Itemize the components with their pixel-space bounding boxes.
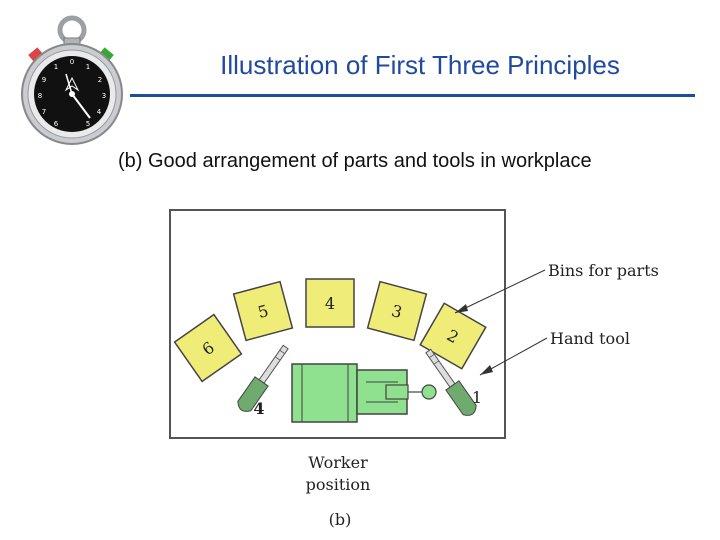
slide-title: Illustration of First Three Principles bbox=[220, 50, 620, 80]
fixture bbox=[291, 363, 437, 423]
callout-bins-arrow bbox=[454, 269, 546, 314]
svg-text:7: 7 bbox=[42, 108, 46, 116]
bin-label: 3 bbox=[389, 301, 404, 322]
svg-text:2: 2 bbox=[98, 76, 102, 84]
tool-label: 4 bbox=[253, 399, 264, 418]
svg-text:5: 5 bbox=[86, 120, 90, 128]
bin-2: 2 bbox=[419, 302, 487, 370]
worker-label: Worker bbox=[308, 453, 368, 472]
svg-text:1: 1 bbox=[54, 63, 58, 71]
hand-tool-1 bbox=[425, 348, 477, 416]
svg-text:1: 1 bbox=[86, 63, 90, 71]
workplace-boundary bbox=[169, 209, 506, 439]
callout-hand-tool: Hand tool bbox=[550, 329, 630, 348]
slide-subtitle: (b) Good arrangement of parts and tools … bbox=[118, 150, 592, 172]
svg-text:0: 0 bbox=[70, 58, 74, 66]
svg-text:9: 9 bbox=[42, 76, 46, 84]
workplace-diagram: 6 5 4 3 2 4 1 bbox=[169, 209, 659, 529]
svg-text:4: 4 bbox=[97, 108, 102, 116]
stopwatch-icon: 0 1 2 3 4 5 6 7 8 9 1 bbox=[21, 15, 123, 145]
bin-label: 5 bbox=[256, 301, 271, 322]
bin-3: 3 bbox=[366, 280, 428, 342]
bin-4: 4 bbox=[305, 278, 355, 328]
bin-label: 4 bbox=[325, 294, 335, 313]
svg-text:8: 8 bbox=[38, 92, 42, 100]
title-divider bbox=[130, 94, 695, 97]
position-label: position bbox=[306, 475, 371, 494]
svg-text:6: 6 bbox=[54, 120, 59, 128]
diagram-caption: (b) bbox=[329, 510, 352, 529]
callout-bins: Bins for parts bbox=[548, 261, 659, 280]
bin-6: 6 bbox=[173, 313, 243, 383]
hand-tool-4 bbox=[237, 344, 289, 412]
svg-text:3: 3 bbox=[102, 92, 106, 100]
bin-5: 5 bbox=[232, 280, 294, 342]
tool-label: 1 bbox=[472, 388, 482, 407]
